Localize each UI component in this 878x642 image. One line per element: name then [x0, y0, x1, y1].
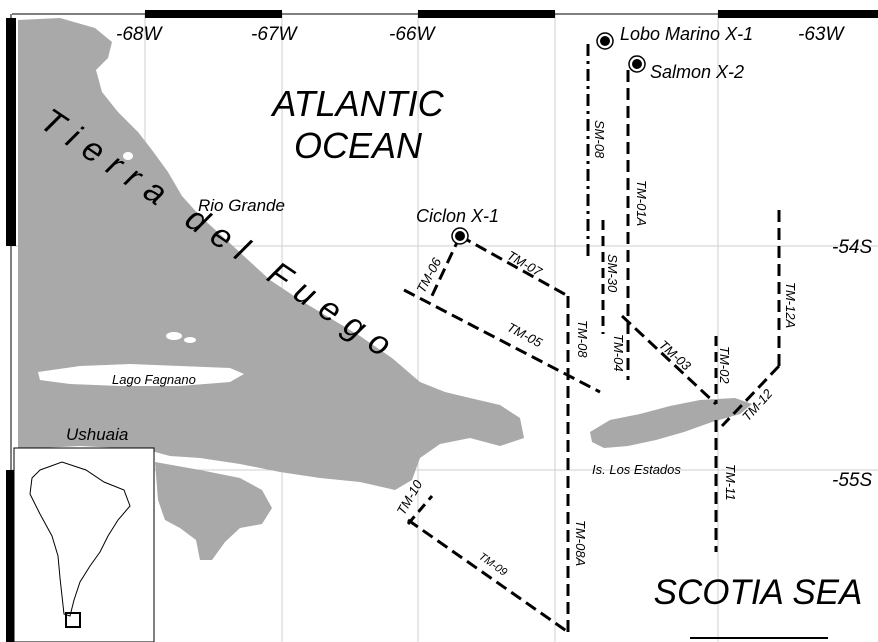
wells [451, 32, 646, 245]
well-label-lobo-marino: Lobo Marino X-1 [620, 24, 753, 44]
isla-de-los-estados-land [590, 398, 752, 448]
ocean-label-scotia: SCOTIA SEA [654, 573, 863, 612]
inset-location-box [65, 612, 81, 628]
place-label-los-estados: Is. Los Estados [592, 462, 681, 477]
line-tm03 [620, 314, 718, 406]
line-tm10 [406, 495, 434, 525]
line-label-tm12a: TM-12A [783, 282, 798, 328]
map-frame [6, 10, 878, 642]
small-lake [166, 332, 182, 340]
line-label-tm02: TM-02 [717, 346, 732, 384]
well-salmon-dot [632, 59, 642, 69]
line-tm07 [459, 234, 569, 298]
place-label-rio-grande: Rio Grande [198, 196, 285, 215]
line-label-sm08: SM-08 [592, 120, 607, 159]
small-lake [184, 337, 196, 343]
well-ciclon-dot [455, 231, 465, 241]
line-label-tm04: TM-04 [611, 334, 626, 372]
ocean-label-atlantic: ATLANTIC [270, 83, 444, 124]
line-tm06 [428, 235, 462, 301]
seismic-lines [403, 44, 781, 634]
south-america-inset [13, 447, 155, 642]
lon-label-68: -68W [116, 24, 163, 45]
lat-label-54: -54S [832, 237, 872, 258]
small-lake [123, 152, 133, 160]
line-label-tm08a: TM-08A [573, 520, 588, 566]
lago-fagnano [38, 364, 244, 386]
lat-label-55: -55S [832, 470, 872, 491]
well-label-salmon: Salmon X-2 [650, 62, 744, 82]
lon-label-63: -63W [798, 24, 845, 45]
south-america-outline [29, 461, 131, 617]
line-label-tm08: TM-08 [575, 320, 590, 358]
line-label-tm01a: TM-01A [634, 180, 649, 226]
line-label-tm11: TM-11 [723, 464, 738, 501]
ocean-label-atlantic-2: OCEAN [294, 125, 423, 166]
lon-label-66: -66W [389, 24, 436, 45]
well-lobo-marino-dot [600, 36, 610, 46]
southern-peninsula-land [155, 462, 272, 560]
place-label-ushuaia: Ushuaia [66, 425, 128, 444]
well-label-ciclon: Ciclon X-1 [416, 206, 499, 226]
line-label-sm30: SM-30 [605, 254, 620, 293]
line-tm12 [720, 364, 781, 428]
place-label-lago-fagnano: Lago Fagnano [112, 372, 196, 387]
line-tm09 [407, 518, 569, 634]
lon-label-67: -67W [251, 24, 298, 45]
